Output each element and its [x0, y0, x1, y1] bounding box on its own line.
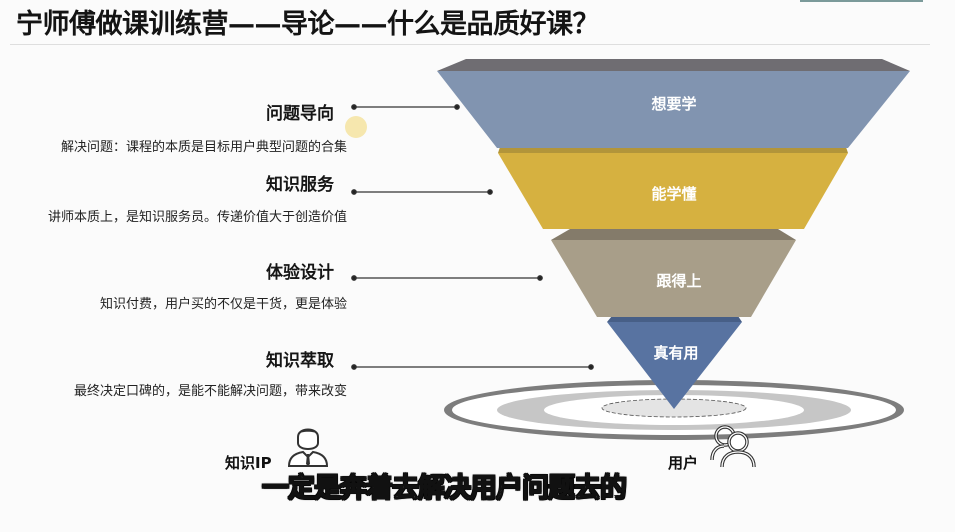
top-right-accent-bar: [800, 0, 923, 2]
funnel-layer-2: [498, 147, 848, 229]
funnel-layer-1: [437, 59, 910, 148]
connector-lines: [351, 104, 594, 370]
principle-heading-2: 知识服务: [266, 175, 334, 195]
funnel-layer-4: [607, 316, 742, 409]
principle-desc-2: 讲师本质上，是知识服务员。传递价值大于创造价值: [47, 210, 347, 225]
principle-heading-4: 知识萃取: [266, 351, 334, 371]
funnel-label-2: 能学懂: [651, 185, 697, 203]
cursor-highlight: [345, 116, 367, 138]
target-rings: [444, 380, 904, 440]
knowledge-ip-label: 知识IP: [225, 454, 272, 472]
funnel-label-4: 真有用: [653, 344, 699, 362]
principle-heading-3: 体验设计: [266, 263, 334, 283]
funnel-layer-3: [551, 229, 796, 317]
person-tie-icon: [287, 428, 329, 467]
title-divider-full: [10, 44, 930, 45]
funnel-label-1: 想要学: [651, 95, 697, 113]
principle-desc-3: 知识付费，用户买的不仅是干货，更是体验: [99, 297, 347, 312]
funnel-label-3: 跟得上: [656, 272, 702, 290]
principle-desc-1: 解决问题：课程的本质是目标用户典型问题的合集: [60, 140, 347, 155]
users-icon: [710, 425, 756, 468]
principle-heading-1: 问题导向: [266, 104, 334, 124]
principle-desc-4: 最终决定口碑的，是能不能解决问题，带来改变: [73, 384, 347, 399]
page-title: 宁师傅做课训练营——导论——什么是品质好课？: [16, 9, 600, 40]
user-label: 用户: [668, 454, 699, 472]
video-subtitle: 一定是奔着去解决用户问题去的: [261, 472, 627, 504]
